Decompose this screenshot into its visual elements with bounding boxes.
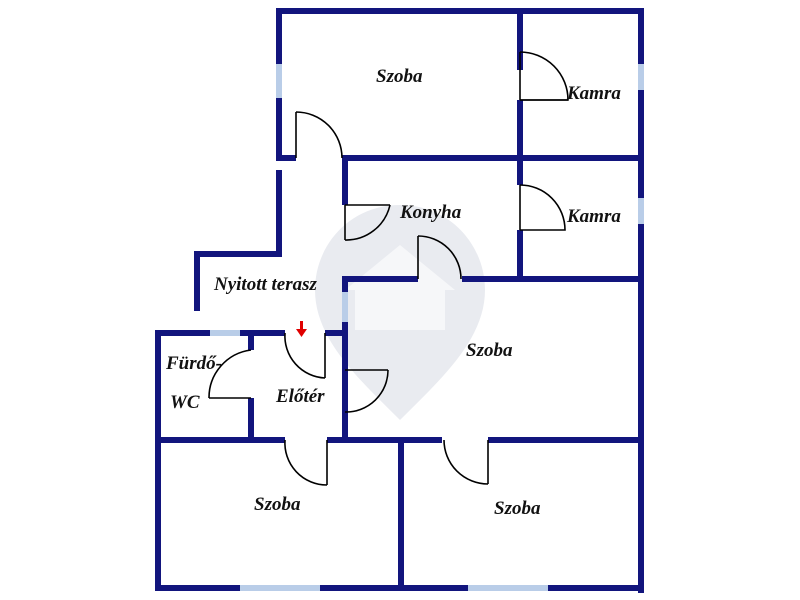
window-bottom-right [468,585,548,591]
door-eloter-szoba [344,369,389,413]
window-kamra-mid [638,198,644,224]
door-furdo [208,349,252,399]
walls [155,8,644,593]
label-eloter: Előtér [275,386,325,407]
label-furdo: Fürdő- [165,353,222,374]
label-szoba-bottom-right: Szoba [494,498,541,519]
door-konyha-kamra [519,184,566,231]
label-konyha: Konyha [399,202,462,223]
window-top-szoba [276,64,282,98]
door-entrance [284,332,326,379]
window-bottom-left [240,585,320,591]
window-terasz-szoba [342,292,348,322]
entrance-arrow-icon [296,321,307,337]
label-nyitott-terasz: Nyitott terasz [213,274,318,295]
window-kamra-top [638,64,644,90]
door-szoba-szoba-bottom-right [443,439,489,485]
label-kamra-mid: Kamra [566,206,621,227]
label-wc: WC [170,392,200,413]
door-szoba-kamra-top [519,51,569,101]
windows [210,64,644,591]
door-konyha [344,204,391,241]
door-top-szoba [295,111,343,159]
watermark-logo [315,205,485,420]
label-szoba-middle: Szoba [466,340,513,361]
doors [208,51,569,486]
label-kamra-top: Kamra [566,83,621,104]
label-szoba-bottom-left: Szoba [254,494,301,515]
label-szoba-top: Szoba [376,66,423,87]
door-eloter-szoba-bottom [284,439,328,486]
door-konyha-szoba [417,235,462,280]
window-furdo [210,330,240,336]
